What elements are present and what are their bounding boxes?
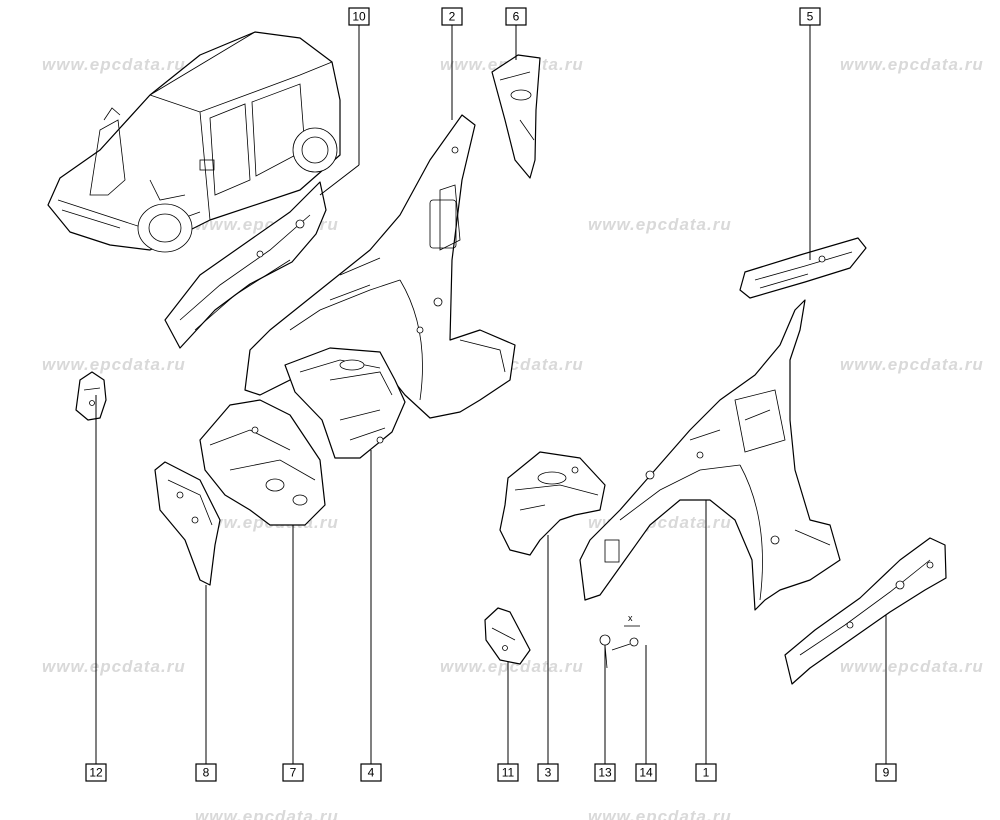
watermark-text: www.epcdata.ru <box>42 355 186 374</box>
callout-9[interactable]: 9 <box>875 763 897 782</box>
callout-label: 7 <box>290 766 297 780</box>
callout-label: 14 <box>639 766 653 780</box>
callout-5[interactable]: 5 <box>799 7 821 26</box>
callout-label: 1 <box>703 766 710 780</box>
callout-14[interactable]: 14 <box>635 763 657 782</box>
part-4-wheel-arch <box>284 347 406 459</box>
part-11-bracket <box>484 607 531 665</box>
part-10-upper-rail <box>164 181 327 349</box>
callout-label: 5 <box>807 10 814 24</box>
callout-11[interactable]: 11 <box>497 763 519 782</box>
watermark-text: www.epcdata.ru <box>840 55 984 74</box>
callout-8[interactable]: 8 <box>195 763 217 782</box>
part-14-nut: x <box>611 613 640 651</box>
callout-1[interactable]: 1 <box>695 763 717 782</box>
callout-12[interactable]: 12 <box>85 763 107 782</box>
callout-2[interactable]: 2 <box>441 7 463 26</box>
watermark-text: www.epcdata.ru <box>840 657 984 676</box>
callout-7[interactable]: 7 <box>282 763 304 782</box>
watermark-text: www.epcdata.ru <box>440 657 584 676</box>
watermark-text: www.epcdata.ru <box>42 55 186 74</box>
leader-lines <box>95 25 887 764</box>
callout-label: 8 <box>203 766 210 780</box>
part-1-side-panel <box>579 299 841 611</box>
watermark-text: www.epcdata.ru <box>195 807 339 820</box>
watermark-text: www.epcdata.ru <box>588 215 732 234</box>
part-8-reinforcement <box>154 461 221 586</box>
callout-label: 2 <box>449 10 456 24</box>
callout-13[interactable]: 13 <box>594 763 616 782</box>
part-3-strut-housing <box>499 451 606 556</box>
part-12-bracket <box>75 371 107 421</box>
callout-label: 12 <box>89 766 103 780</box>
callout-label: 13 <box>598 766 612 780</box>
fastener-x-annotation: x <box>628 613 633 623</box>
part-6-bracket <box>491 54 541 179</box>
callout-label: 6 <box>513 10 520 24</box>
vehicle-overview-illustration <box>47 31 341 253</box>
callout-label: 10 <box>352 10 366 24</box>
watermark-text: www.epcdata.ru <box>588 807 732 820</box>
callout-6[interactable]: 6 <box>505 7 527 26</box>
watermark-text: www.epcdata.ru <box>42 657 186 676</box>
callout-10[interactable]: 10 <box>348 7 370 26</box>
callout-label: 9 <box>883 766 890 780</box>
callout-label: 3 <box>545 766 552 780</box>
part-9-lower-rail <box>784 537 947 685</box>
callout-3[interactable]: 3 <box>537 763 559 782</box>
callout-label: 4 <box>368 766 375 780</box>
part-5-cross-member <box>739 237 867 299</box>
callout-4[interactable]: 4 <box>360 763 382 782</box>
part-7-inner-panel <box>199 399 326 526</box>
watermark-text: www.epcdata.ru <box>840 355 984 374</box>
callout-label: 11 <box>502 766 515 780</box>
